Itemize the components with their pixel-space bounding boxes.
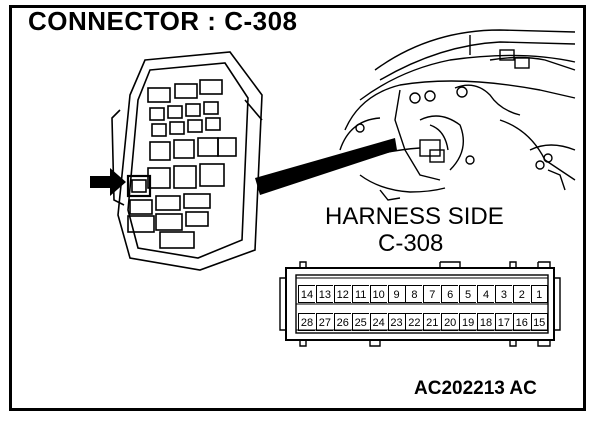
connector-pin: 21	[423, 313, 441, 331]
dashboard-harness-illustration	[339, 29, 576, 201]
connector-pin: 20	[441, 313, 459, 331]
connector-pin: 24	[369, 313, 387, 331]
connector-pin: 3	[494, 285, 512, 303]
connector-pin: 7	[423, 285, 441, 303]
connector-pin: 12	[333, 285, 351, 303]
connector-pin: 27	[315, 313, 333, 331]
connector-face-illustration	[279, 261, 561, 347]
connector-pin: 23	[387, 313, 405, 331]
connector-pin: 13	[315, 285, 333, 303]
connector-pin: 16	[512, 313, 530, 331]
junction-block-illustration	[111, 51, 263, 271]
connector-pin: 2	[512, 285, 530, 303]
connector-pin: 4	[477, 285, 494, 303]
connector-pin: 6	[441, 285, 459, 303]
connector-pin: 17	[494, 313, 512, 331]
connector-pin: 9	[387, 285, 405, 303]
connector-pin: 28	[298, 313, 315, 331]
connector-pin: 11	[351, 285, 369, 303]
connector-pin: 19	[459, 313, 477, 331]
connector-pin: 15	[530, 313, 548, 331]
connector-pin: 5	[459, 285, 477, 303]
connector-pin: 10	[369, 285, 387, 303]
connector-title: CONNECTOR : C-308	[28, 6, 298, 36]
connector-pin: 8	[405, 285, 423, 303]
harness-side-connector-id: C-308	[378, 230, 444, 257]
connector-pin: 18	[477, 313, 494, 331]
leader-wedge	[255, 138, 397, 195]
harness-side-label: HARNESS SIDE	[325, 203, 504, 230]
figure-code: AC202213 AC	[414, 378, 537, 399]
figure-frame	[9, 5, 586, 411]
connector-pin: 1	[530, 285, 548, 303]
pointer-arrow-icon	[90, 168, 126, 196]
connector-pin: 26	[333, 313, 351, 331]
connector-pin: 25	[351, 313, 369, 331]
connector-pin: 14	[298, 285, 315, 303]
connector-pin: 22	[405, 313, 423, 331]
